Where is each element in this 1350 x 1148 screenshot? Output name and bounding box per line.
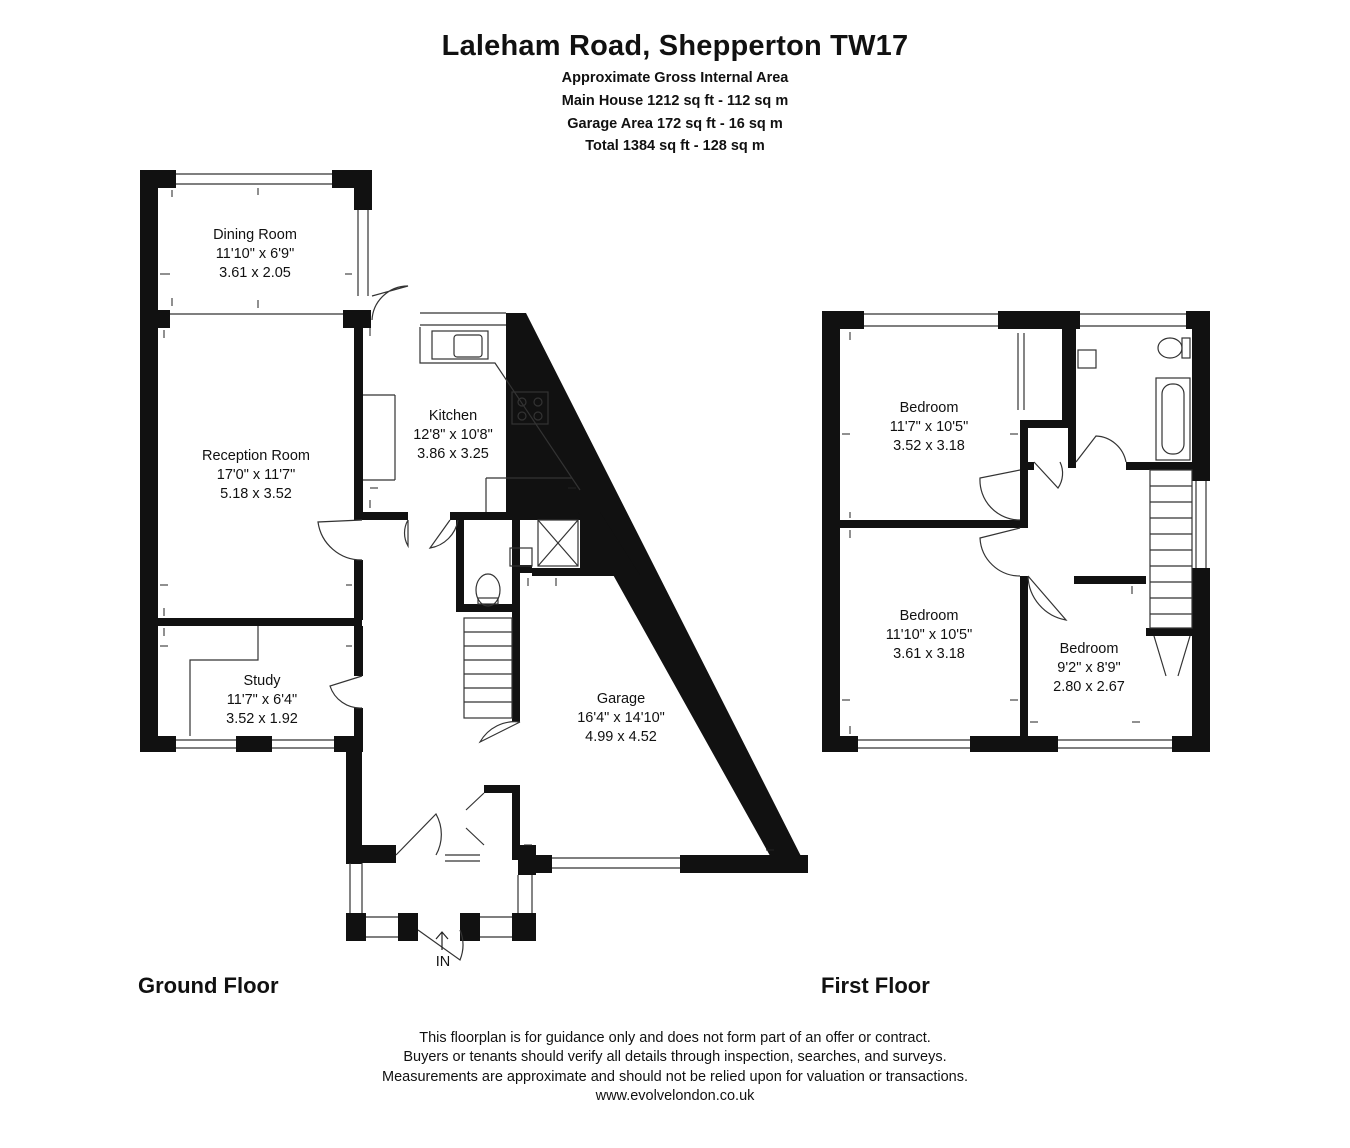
- main-house-area: Main House 1212 sq ft - 112 sq m: [561, 93, 789, 109]
- study-metric: 3.52 x 1.92: [226, 711, 298, 727]
- first-floor-walls: [822, 311, 1210, 752]
- bedroom-2-name: Bedroom: [900, 608, 959, 624]
- bedroom-2-metric: 3.61 x 3.18: [893, 646, 965, 662]
- kitchen-name: Kitchen: [429, 408, 477, 424]
- dining-room-imperial: 11'10" x 6'9": [216, 246, 294, 262]
- ground-floor-labels: Dining Room 11'10" x 6'9" 3.61 x 2.05 Re…: [202, 227, 665, 970]
- bedroom-3-name: Bedroom: [1060, 641, 1119, 657]
- first-floor-details: [858, 313, 1207, 749]
- study-name: Study: [243, 673, 281, 689]
- total-area: Total 1384 sq ft - 128 sq m: [585, 138, 765, 154]
- first-floor-label: First Floor: [821, 973, 930, 998]
- bedroom-3-metric: 2.80 x 2.67: [1053, 679, 1125, 695]
- reception-room-metric: 5.18 x 3.52: [220, 486, 292, 502]
- website-link[interactable]: www.evolvelondon.co.uk: [595, 1088, 755, 1104]
- bedroom-1-name: Bedroom: [900, 400, 959, 416]
- garage-imperial: 16'4" x 14'10": [577, 710, 665, 726]
- disclaimer-line-3: Measurements are approximate and should …: [382, 1069, 968, 1085]
- ground-floor-details: [170, 173, 680, 961]
- bedroom-3-imperial: 9'2" x 8'9": [1057, 660, 1120, 676]
- ground-floor-label: Ground Floor: [138, 973, 279, 998]
- entrance-label: IN: [436, 954, 451, 970]
- ground-floor-dimension-markers: [160, 188, 774, 851]
- study-imperial: 11'7" x 6'4": [227, 692, 297, 708]
- garage-name: Garage: [597, 691, 645, 707]
- garage-area: Garage Area 172 sq ft - 16 sq m: [567, 116, 783, 132]
- disclaimer-line-2: Buyers or tenants should verify all deta…: [403, 1049, 947, 1065]
- kitchen-metric: 3.86 x 3.25: [417, 446, 489, 462]
- dining-room-metric: 3.61 x 2.05: [219, 265, 291, 281]
- first-floor-labels: Bedroom 11'7" x 10'5" 3.52 x 3.18 Bedroo…: [886, 400, 1125, 695]
- ground-floor-walls: [140, 170, 808, 941]
- kitchen-imperial: 12'8" x 10'8": [413, 427, 493, 443]
- area-heading: Approximate Gross Internal Area: [561, 70, 789, 86]
- first-floor-dimension-markers: [842, 332, 1140, 734]
- reception-room-name: Reception Room: [202, 448, 310, 464]
- bedroom-1-metric: 3.52 x 3.18: [893, 438, 965, 454]
- bedroom-2-imperial: 11'10" x 10'5": [886, 627, 973, 643]
- page-title: Laleham Road, Shepperton TW17: [441, 30, 909, 62]
- bedroom-1-imperial: 11'7" x 10'5": [890, 419, 968, 435]
- entrance-arrow-icon: [435, 931, 449, 950]
- disclaimer-line-1: This floorplan is for guidance only and …: [419, 1030, 931, 1046]
- reception-room-imperial: 17'0" x 11'7": [217, 467, 295, 483]
- garage-metric: 4.99 x 4.52: [585, 729, 657, 745]
- dining-room-name: Dining Room: [213, 227, 297, 243]
